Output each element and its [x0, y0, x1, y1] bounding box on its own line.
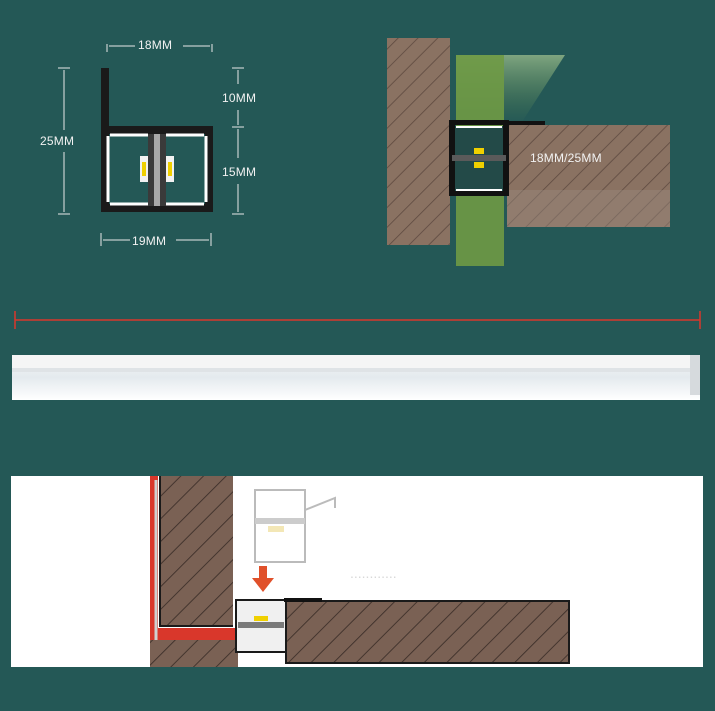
install-steps-panel: ............: [11, 476, 703, 667]
profile-before-insert: [254, 489, 336, 563]
faint-caption: ............: [350, 565, 397, 581]
width-top-label: 18MM: [138, 38, 173, 52]
height-lower-label: 15MM: [222, 165, 257, 179]
wood-panel: [507, 125, 670, 227]
wall-panel: [387, 38, 450, 245]
length-indicator: [14, 311, 701, 329]
dimension-lines: [58, 44, 244, 246]
profile-strip: [12, 355, 700, 400]
profile-cross-section: [58, 44, 244, 246]
thickness-label: 18MM/25MM: [530, 151, 602, 165]
width-bottom-label: 19MM: [132, 234, 167, 248]
wood-board: [285, 600, 570, 664]
height-upper-label: 10MM: [222, 91, 257, 105]
installation-section: [387, 38, 670, 266]
aluminium-profile: [101, 68, 213, 212]
installed-profile: [449, 120, 509, 196]
insert-arrow-icon: [252, 566, 274, 592]
wall-section: [160, 476, 233, 626]
light-beam-lower: [456, 194, 504, 266]
profile-installed: [235, 599, 287, 653]
height-total-label: 25MM: [40, 134, 75, 148]
